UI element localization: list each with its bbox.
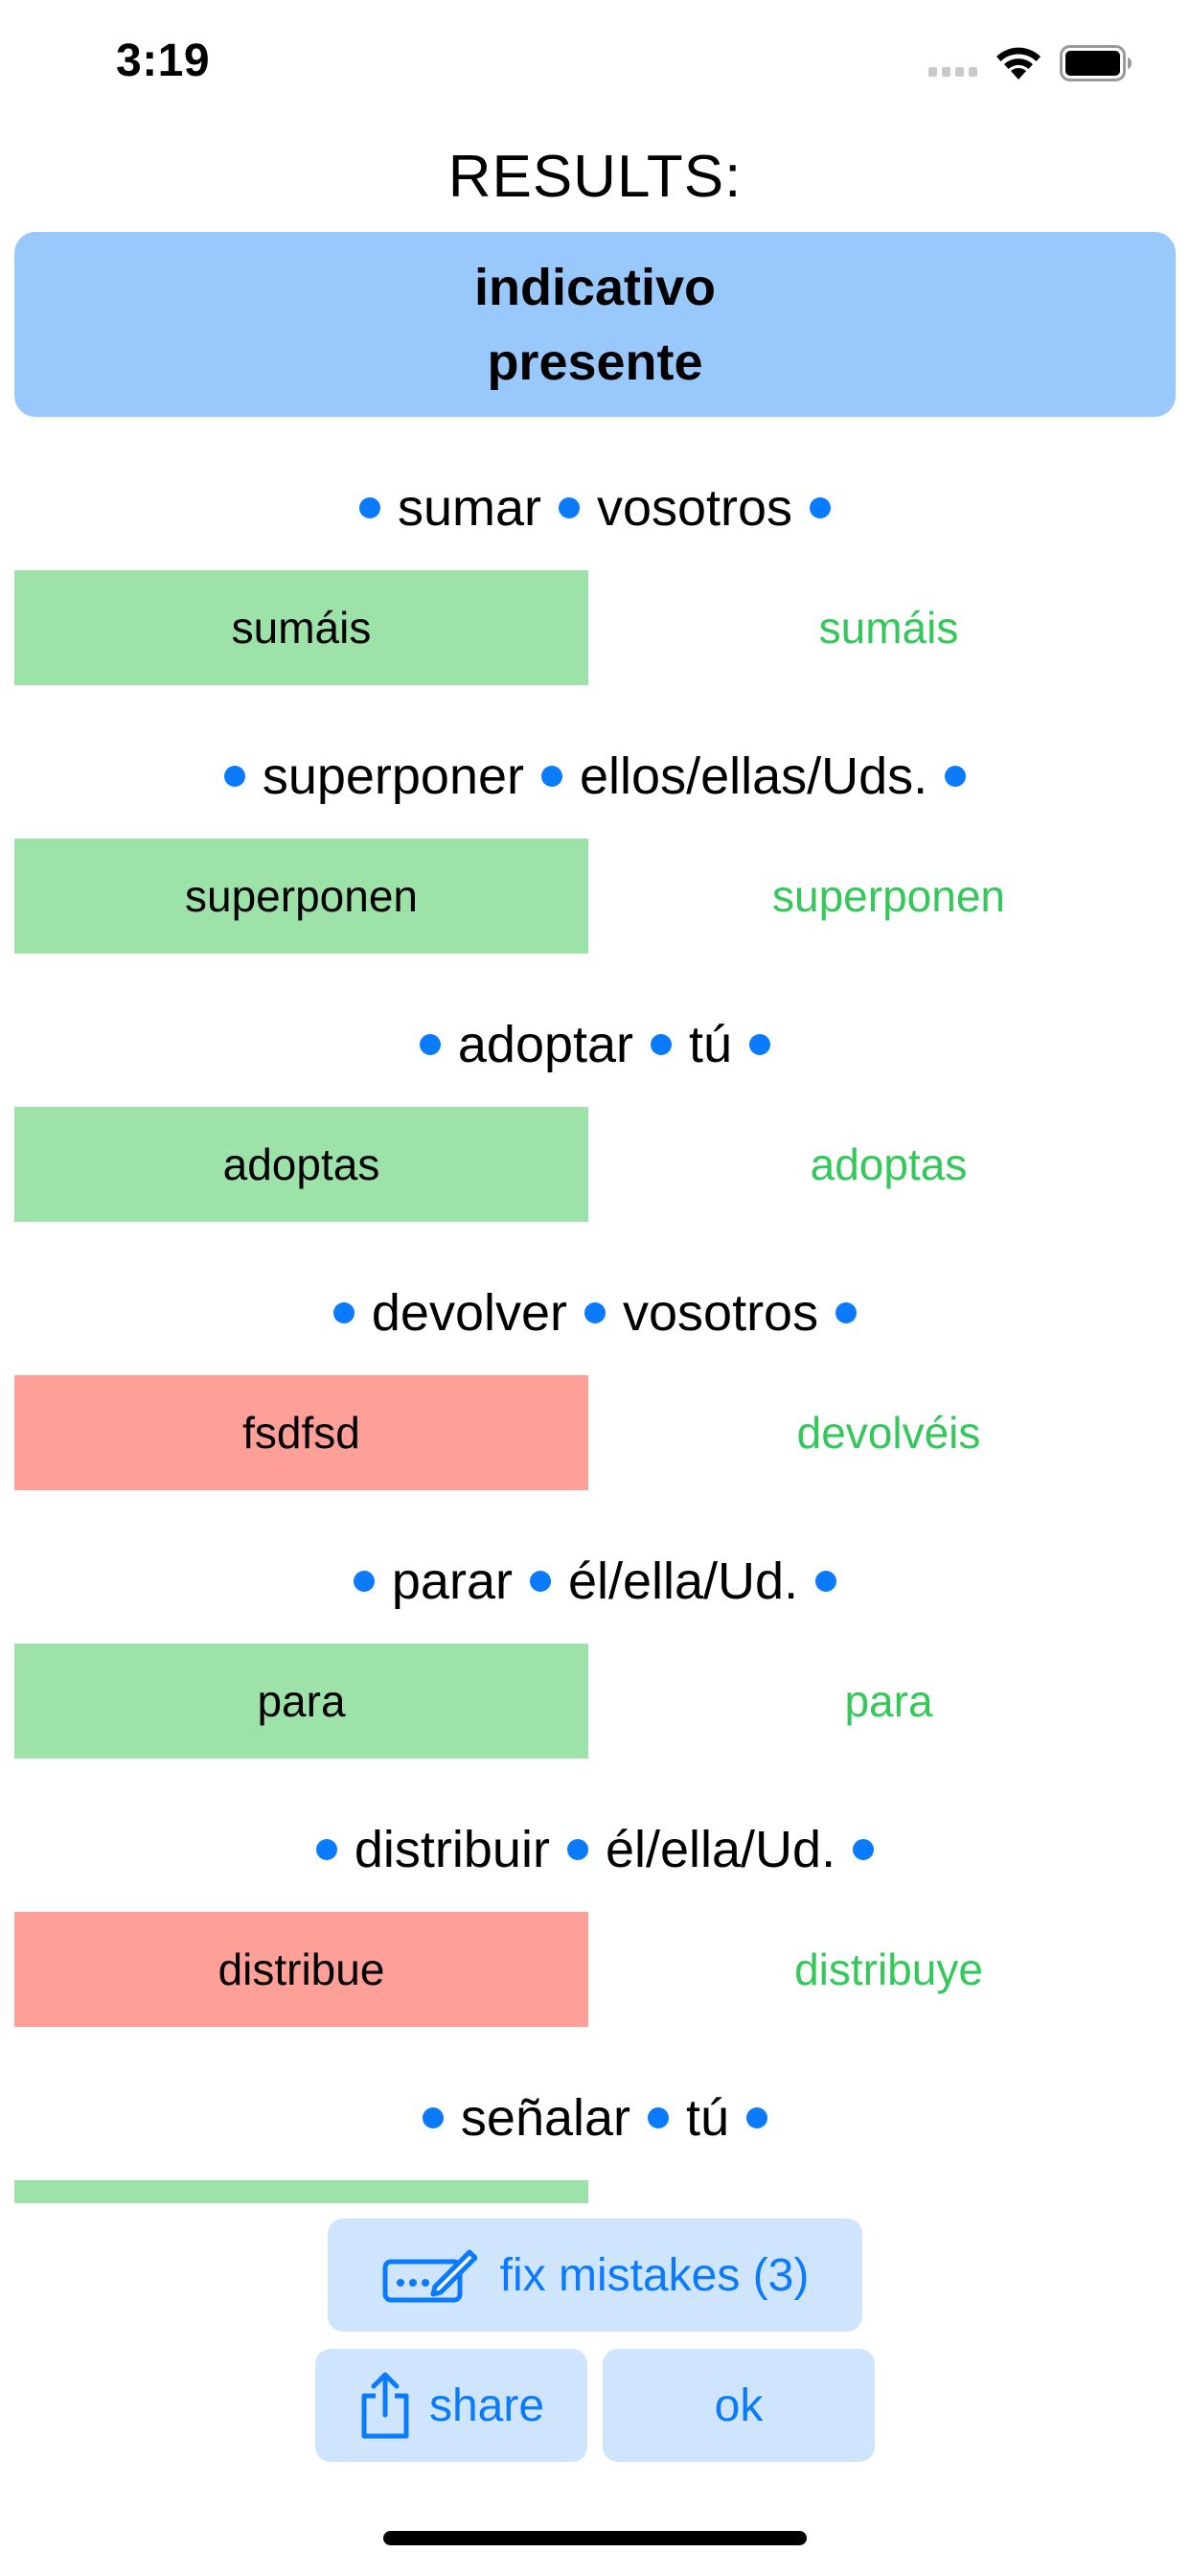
verb-label: distribuir bbox=[354, 1821, 550, 1878]
question-prompt: superponer ellos/ellas/Uds. bbox=[0, 743, 1190, 810]
bullet-dot bbox=[358, 496, 380, 518]
bullet-dot bbox=[315, 1838, 337, 1860]
question-prompt: distribuir él/ella/Ud. bbox=[0, 1816, 1190, 1883]
user-answer-wrong: distribue bbox=[14, 1912, 588, 2027]
bullet-dot bbox=[945, 765, 967, 787]
bullet-dot bbox=[815, 1570, 837, 1592]
ok-label: ok bbox=[714, 2380, 764, 2431]
verb-label: adoptar bbox=[457, 1016, 634, 1073]
user-answer-correct: sumáis bbox=[14, 570, 588, 685]
bullet-dot bbox=[648, 2106, 670, 2128]
person-label: vosotros bbox=[623, 1284, 819, 1342]
cellular-signal-icon bbox=[928, 63, 977, 77]
person-label: tú bbox=[686, 2089, 730, 2147]
bullet-dot bbox=[529, 1570, 551, 1592]
correct-solution: superponen bbox=[772, 871, 1005, 921]
question-prompt: devolver vosotros bbox=[0, 1279, 1190, 1346]
user-answer-correct: adoptas bbox=[14, 1107, 588, 1222]
status-indicators bbox=[928, 42, 1133, 84]
share-icon bbox=[358, 2371, 412, 2440]
fix-mistakes-button[interactable]: fix mistakes (3) bbox=[328, 2219, 862, 2332]
share-button[interactable]: share bbox=[315, 2349, 587, 2462]
bullet-dot bbox=[332, 1301, 355, 1323]
bullet-dot bbox=[353, 1570, 375, 1592]
correct-solution: distribuye bbox=[794, 1944, 983, 1994]
correct-solution: para bbox=[844, 1676, 933, 1726]
user-answer-correct bbox=[14, 2180, 588, 2203]
share-label: share bbox=[428, 2380, 545, 2431]
verb-label: sumar bbox=[397, 479, 541, 537]
keyboard-pencil-icon bbox=[381, 2244, 477, 2306]
page-title: RESULTS: bbox=[447, 144, 743, 210]
bullet-dot bbox=[651, 1033, 673, 1055]
bullet-dot bbox=[419, 1033, 441, 1055]
bullet-dot bbox=[835, 1301, 858, 1323]
question-prompt: señalar tú bbox=[0, 2084, 1190, 2151]
verb-label: señalar bbox=[460, 2089, 631, 2147]
correct-solution: adoptas bbox=[810, 1139, 968, 1189]
fix-mistakes-label: fix mistakes (3) bbox=[499, 2249, 810, 2301]
user-answer-correct: superponen bbox=[14, 839, 588, 954]
bullet-dot bbox=[810, 496, 832, 518]
bullet-dot bbox=[746, 2106, 768, 2128]
mood-label: indicativo bbox=[473, 258, 717, 316]
user-answer-correct: para bbox=[14, 1644, 588, 1759]
bullet-dot bbox=[558, 496, 580, 518]
bullet-dot bbox=[749, 1033, 771, 1055]
home-indicator[interactable] bbox=[383, 2531, 807, 2545]
person-label: ellos/ellas/Uds. bbox=[580, 748, 928, 805]
question-prompt: sumar vosotros bbox=[0, 474, 1190, 541]
person-label: vosotros bbox=[596, 479, 793, 537]
tense-label: presente bbox=[487, 333, 703, 391]
correct-solution: sumáis bbox=[818, 603, 959, 653]
verb-label: superponer bbox=[262, 748, 525, 805]
status-time: 3:19 bbox=[116, 35, 211, 86]
person-label: él/ella/Ud. bbox=[605, 1821, 836, 1878]
bullet-dot bbox=[566, 1838, 588, 1860]
bullet-dot bbox=[584, 1301, 606, 1323]
bullet-dot bbox=[422, 2106, 444, 2128]
bullet-dot bbox=[853, 1838, 875, 1860]
ok-button[interactable]: ok bbox=[603, 2349, 875, 2462]
user-answer-wrong: fsdfsd bbox=[14, 1375, 588, 1490]
question-prompt: adoptar tú bbox=[0, 1011, 1190, 1078]
verb-label: parar bbox=[391, 1552, 513, 1610]
verb-label: devolver bbox=[371, 1284, 567, 1342]
bullet-dot bbox=[223, 765, 245, 787]
tense-header: indicativo presente bbox=[14, 232, 1176, 417]
battery-icon bbox=[1060, 45, 1133, 81]
person-label: él/ella/Ud. bbox=[567, 1552, 799, 1610]
correct-solution: devolvéis bbox=[796, 1408, 981, 1458]
question-prompt: parar él/ella/Ud. bbox=[0, 1548, 1190, 1615]
wifi-icon bbox=[995, 45, 1042, 81]
person-label: tú bbox=[689, 1016, 733, 1073]
bullet-dot bbox=[541, 765, 563, 787]
